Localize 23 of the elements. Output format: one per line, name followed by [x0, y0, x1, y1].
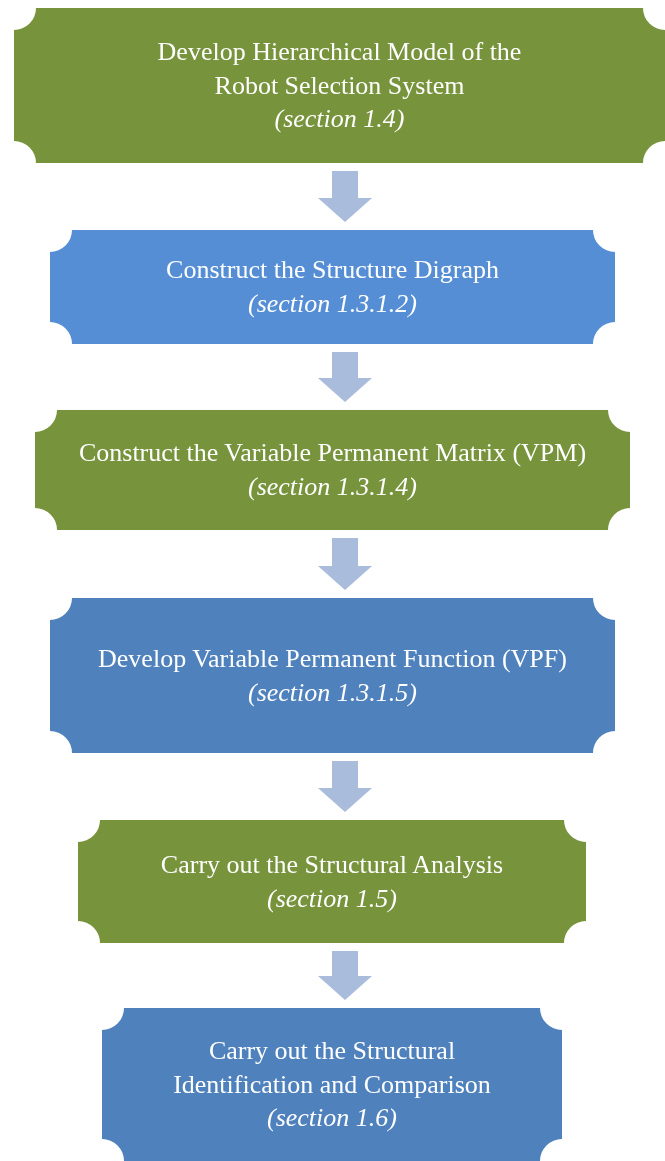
arrow: [318, 951, 372, 1000]
section-reference: (section 1.3.1.2): [248, 288, 417, 320]
step-title: Carry out the Structural Identification and Comparison: [172, 1034, 492, 1101]
section-reference: (section 1.3.1.5): [248, 676, 417, 709]
process-box: [78, 820, 586, 943]
process-box: [50, 598, 615, 753]
section-reference: (section 1.4): [274, 103, 405, 136]
process-box: [35, 410, 630, 530]
step-title: Carry out the Structural Analysis: [160, 848, 504, 881]
arrow: [318, 761, 372, 812]
step-title: Construct the Variable Permanent Matrix (VPM): [78, 437, 587, 470]
arrow: [318, 538, 372, 590]
section-reference: (section 1.3.1.4): [248, 471, 417, 503]
arrow: [318, 171, 372, 222]
step-title: Develop Hierarchical Model of the Robot Selection System: [156, 35, 523, 102]
step-title: Construct the Structure Digraph: [166, 254, 499, 287]
process-box: [50, 230, 615, 344]
process-box: [14, 8, 665, 163]
section-reference: (section 1.5): [267, 882, 397, 915]
section-reference: (section 1.6): [267, 1102, 397, 1135]
step-title: Develop Variable Permanent Function (VPF): [98, 642, 567, 675]
process-box: [102, 1008, 562, 1161]
arrow: [318, 352, 372, 402]
